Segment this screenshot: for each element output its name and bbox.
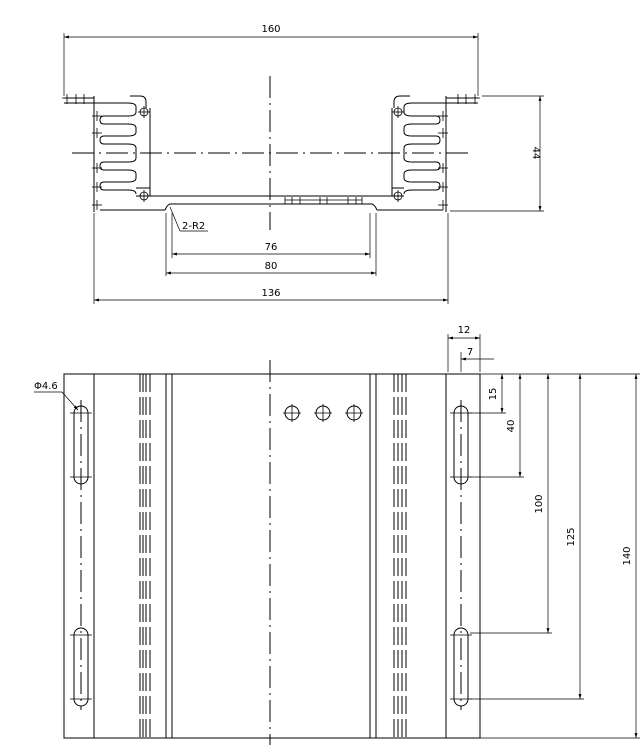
slot-left-top bbox=[73, 405, 89, 485]
dimension-76-label: 76 bbox=[265, 242, 278, 253]
mounting-slots bbox=[70, 405, 472, 707]
left-hidden-fins bbox=[139, 374, 151, 738]
dimension-12-label: 12 bbox=[458, 325, 471, 336]
dimension-160-label: 160 bbox=[261, 24, 280, 35]
right-fin-block bbox=[391, 94, 480, 212]
dimension-7-label: 7 bbox=[467, 347, 473, 358]
slot-left-bottom bbox=[73, 627, 89, 707]
slot-right-top bbox=[453, 405, 469, 485]
dimension-140-label: 140 bbox=[622, 546, 633, 565]
radius-leader: 2-R2 bbox=[169, 206, 208, 232]
radius-label: 2-R2 bbox=[182, 221, 205, 232]
dimension-136-label: 136 bbox=[261, 288, 280, 299]
dimension-44-label: 44 bbox=[530, 147, 541, 160]
left-fin-block bbox=[62, 94, 151, 212]
dimension-40-label: 40 bbox=[506, 420, 517, 433]
dimension-15-label: 15 bbox=[488, 388, 499, 401]
right-hidden-fins bbox=[393, 374, 407, 738]
dimension-80: 80 bbox=[165, 213, 377, 276]
dimension-80-label: 80 bbox=[265, 261, 278, 272]
center-holes bbox=[283, 404, 363, 422]
dimension-7: 7 bbox=[460, 347, 494, 372]
dimension-76: 76 bbox=[171, 213, 371, 258]
right-vertical-dimensions: 15 40 100 125 140 bbox=[470, 373, 640, 739]
dimension-12: 12 bbox=[447, 325, 481, 372]
dimension-100-label: 100 bbox=[534, 494, 545, 513]
hole-dia-label: Φ4.6 bbox=[34, 381, 58, 392]
plan-view: Φ4.6 12 7 15 40 100 bbox=[34, 325, 640, 745]
dimension-160: 160 bbox=[63, 24, 479, 96]
hole-dia-leader: Φ4.6 bbox=[34, 381, 79, 411]
slot-right-bottom bbox=[453, 627, 469, 707]
dimension-136: 136 bbox=[93, 213, 449, 304]
dimension-44: 44 bbox=[450, 95, 544, 212]
section-view: 160 44 2-R2 76 80 bbox=[62, 24, 544, 304]
dimension-125-label: 125 bbox=[566, 527, 577, 546]
plan-outline bbox=[63, 373, 481, 739]
